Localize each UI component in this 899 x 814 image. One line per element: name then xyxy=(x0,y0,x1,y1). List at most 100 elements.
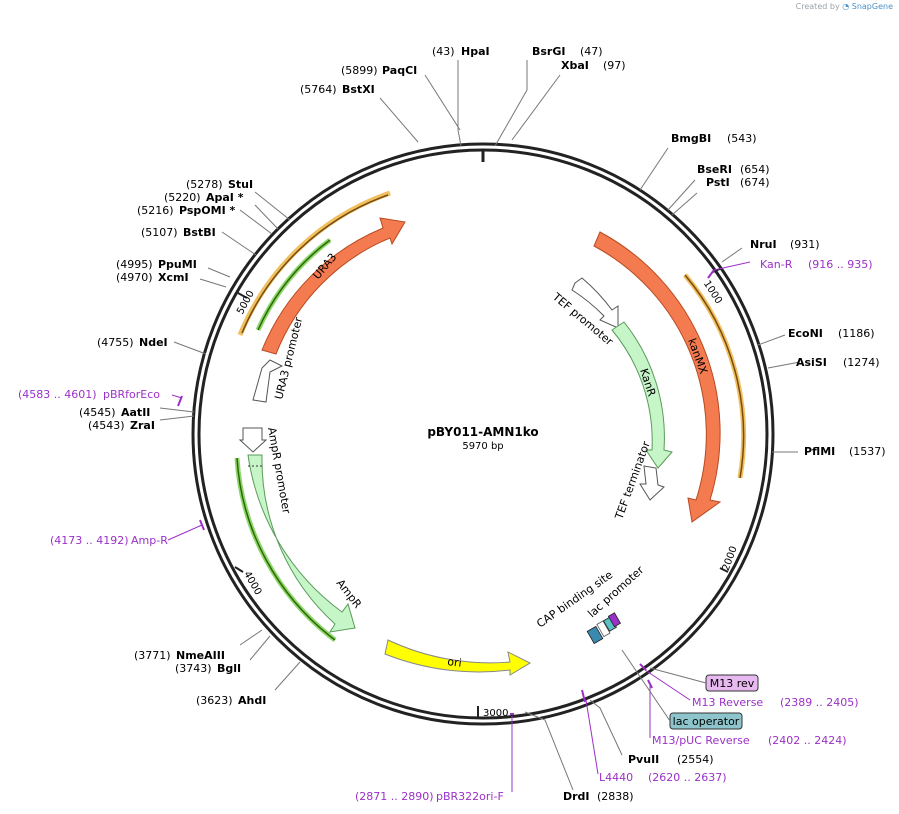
watermark-prefix: Created by xyxy=(795,2,840,11)
enzyme-bsrgi-pos: (47) xyxy=(580,45,603,58)
tick-4000: 4000 xyxy=(241,570,263,598)
tick-3000: 3000 xyxy=(483,708,508,719)
m13-rev-box-label: M13 rev xyxy=(710,677,755,690)
enzyme-zrai[interactable]: ZraI xyxy=(130,419,155,432)
enzyme-pflmi-pos: (1537) xyxy=(849,445,886,458)
enzyme-leader-lines xyxy=(159,60,801,791)
enzyme-ppumi-pos: (4995) xyxy=(116,258,153,271)
lac-promoter-feature[interactable] xyxy=(596,620,611,638)
kanmx-feature[interactable] xyxy=(593,231,722,523)
primer-amp-r[interactable]: Amp-R xyxy=(131,534,168,547)
primer-amp-r-range: (4173 .. 4192) xyxy=(50,534,129,547)
primer-leader-lines xyxy=(167,261,751,792)
enzyme-xbai-pos: (97) xyxy=(603,59,626,72)
enzyme-aatii-pos: (4545) xyxy=(79,406,116,419)
primer-l4440[interactable]: L4440 xyxy=(599,771,633,784)
cap-binding-site-feature[interactable] xyxy=(586,625,604,645)
ura3-promoter-feature[interactable] xyxy=(252,359,284,403)
enzyme-drdi-pos: (2838) xyxy=(597,790,634,803)
ura3-highlight-track xyxy=(237,190,391,336)
primer-pbr322ori-f[interactable]: pBR322ori-F xyxy=(436,790,504,803)
plasmid-name: pBY011-AMN1ko xyxy=(427,425,538,439)
plasmid-size: 5970 bp xyxy=(462,441,503,452)
enzyme-xcmi-pos: (4970) xyxy=(116,271,153,284)
primer-m13-reverse[interactable]: M13 Reverse xyxy=(692,696,763,709)
enzyme-asisi[interactable]: AsiSI xyxy=(796,356,827,369)
ura3-promoter-highlight-inner xyxy=(257,239,331,331)
enzyme-nrui-pos: (931) xyxy=(790,238,820,251)
watermark-brand: SnapGene xyxy=(851,2,893,11)
enzyme-psti-pos: (674) xyxy=(740,176,770,189)
tick-4000-mark xyxy=(234,566,244,573)
enzyme-nmeaiii-pos: (3771) xyxy=(134,649,171,662)
ura3-highlight-inner xyxy=(241,194,389,334)
enzyme-ndei[interactable]: NdeI xyxy=(139,336,168,349)
enzyme-xbai[interactable]: XbaI xyxy=(561,59,589,72)
primer-kan-r-range: (916 .. 935) xyxy=(808,258,873,271)
backbone-outer xyxy=(191,142,775,726)
enzyme-bgli[interactable]: BglI xyxy=(217,662,241,675)
tick-5000-mark xyxy=(237,292,248,299)
ampr-promoter-feature[interactable] xyxy=(238,427,268,453)
enzyme-apai-pos: (5220) xyxy=(164,191,201,204)
enzyme-hpai[interactable]: HpaI xyxy=(461,45,490,58)
enzyme-nrui[interactable]: NruI xyxy=(750,238,777,251)
enzyme-pvuii[interactable]: PvuII xyxy=(628,753,659,766)
enzyme-pvuii-pos: (2554) xyxy=(677,753,714,766)
enzyme-stui-pos: (5278) xyxy=(186,178,223,191)
enzyme-zrai-pos: (4543) xyxy=(88,419,125,432)
enzyme-bgli-pos: (3743) xyxy=(175,662,212,675)
enzyme-pflmi[interactable]: PflMI xyxy=(804,445,835,458)
enzyme-aatii[interactable]: AatII xyxy=(121,406,150,419)
enzyme-ahdi-pos: (3623) xyxy=(196,694,233,707)
enzyme-bseri-pos: (654) xyxy=(740,163,770,176)
enzyme-psti[interactable]: PstI xyxy=(706,176,730,189)
primer-m13-reverse-range: (2389 .. 2405) xyxy=(780,696,859,709)
primer-pbrforeco-range: (4583 .. 4601) xyxy=(18,388,97,401)
enzyme-ahdi[interactable]: AhdI xyxy=(238,694,266,707)
snapgene-logo: ◔ SnapGene xyxy=(842,2,893,11)
m13-rev-leader xyxy=(649,667,707,684)
enzyme-bsrgi[interactable]: BsrGI xyxy=(532,45,565,58)
enzyme-bmgbi-pos: (543) xyxy=(727,132,757,145)
primer-kan-r[interactable]: Kan-R xyxy=(760,258,793,271)
enzyme-bseri[interactable]: BseRI xyxy=(697,163,732,176)
kanr-label: KanR xyxy=(637,367,658,398)
enzyme-bstxi-pos: (5764) xyxy=(300,83,337,96)
enzyme-paqci[interactable]: PaqCI xyxy=(382,64,417,77)
enzyme-paqci-pos: (5899) xyxy=(341,64,378,77)
snapgene-watermark: Created by ◔ SnapGene xyxy=(796,2,893,11)
ampr-feature[interactable] xyxy=(247,454,356,633)
primer-l4440-range: (2620 .. 2637) xyxy=(648,771,727,784)
enzyme-nmeaiii[interactable]: NmeAIII xyxy=(176,649,225,662)
enzyme-drdi[interactable]: DrdI xyxy=(563,790,590,803)
kanr-feature[interactable] xyxy=(611,321,673,469)
enzyme-pspomi[interactable]: PspOMI * xyxy=(179,204,236,217)
ori-feature[interactable] xyxy=(384,639,532,676)
ampr-promoter-label: AmpR promoter xyxy=(265,426,293,515)
kanmx-highlight-inner xyxy=(684,274,745,479)
enzyme-apai[interactable]: ApaI * xyxy=(206,191,244,204)
enzyme-hpai-pos: (43) xyxy=(432,45,455,58)
enzyme-asisi-pos: (1274) xyxy=(843,356,880,369)
enzyme-bmgbi[interactable]: BmgBI xyxy=(671,132,711,145)
enzyme-bstbi[interactable]: BstBI xyxy=(183,226,216,239)
enzyme-econi[interactable]: EcoNI xyxy=(788,327,823,340)
tick-2000-mark xyxy=(719,567,729,573)
enzyme-xcmi[interactable]: XcmI xyxy=(158,271,189,284)
m13-rev-feature[interactable] xyxy=(607,612,622,628)
primer-pbr322ori-f-range: (2871 .. 2890) xyxy=(355,790,434,803)
lac-operator-leader xyxy=(621,649,671,722)
enzyme-ndei-pos: (4755) xyxy=(97,336,134,349)
ura3-feature[interactable] xyxy=(261,217,406,355)
enzyme-bstxi[interactable]: BstXI xyxy=(342,83,375,96)
ampr-highlight-inner xyxy=(236,457,336,641)
primer-pbrforeco[interactable]: pBRforEco xyxy=(103,388,160,401)
enzyme-stui[interactable]: StuI xyxy=(228,178,253,191)
ori-label: ori xyxy=(447,655,463,670)
tef-terminator-feature[interactable] xyxy=(639,465,665,501)
enzyme-ppumi[interactable]: PpuMI xyxy=(158,258,197,271)
enzyme-pspomi-pos: (5216) xyxy=(137,204,174,217)
primer-m13-puc-reverse[interactable]: M13/pUC Reverse xyxy=(652,734,750,747)
